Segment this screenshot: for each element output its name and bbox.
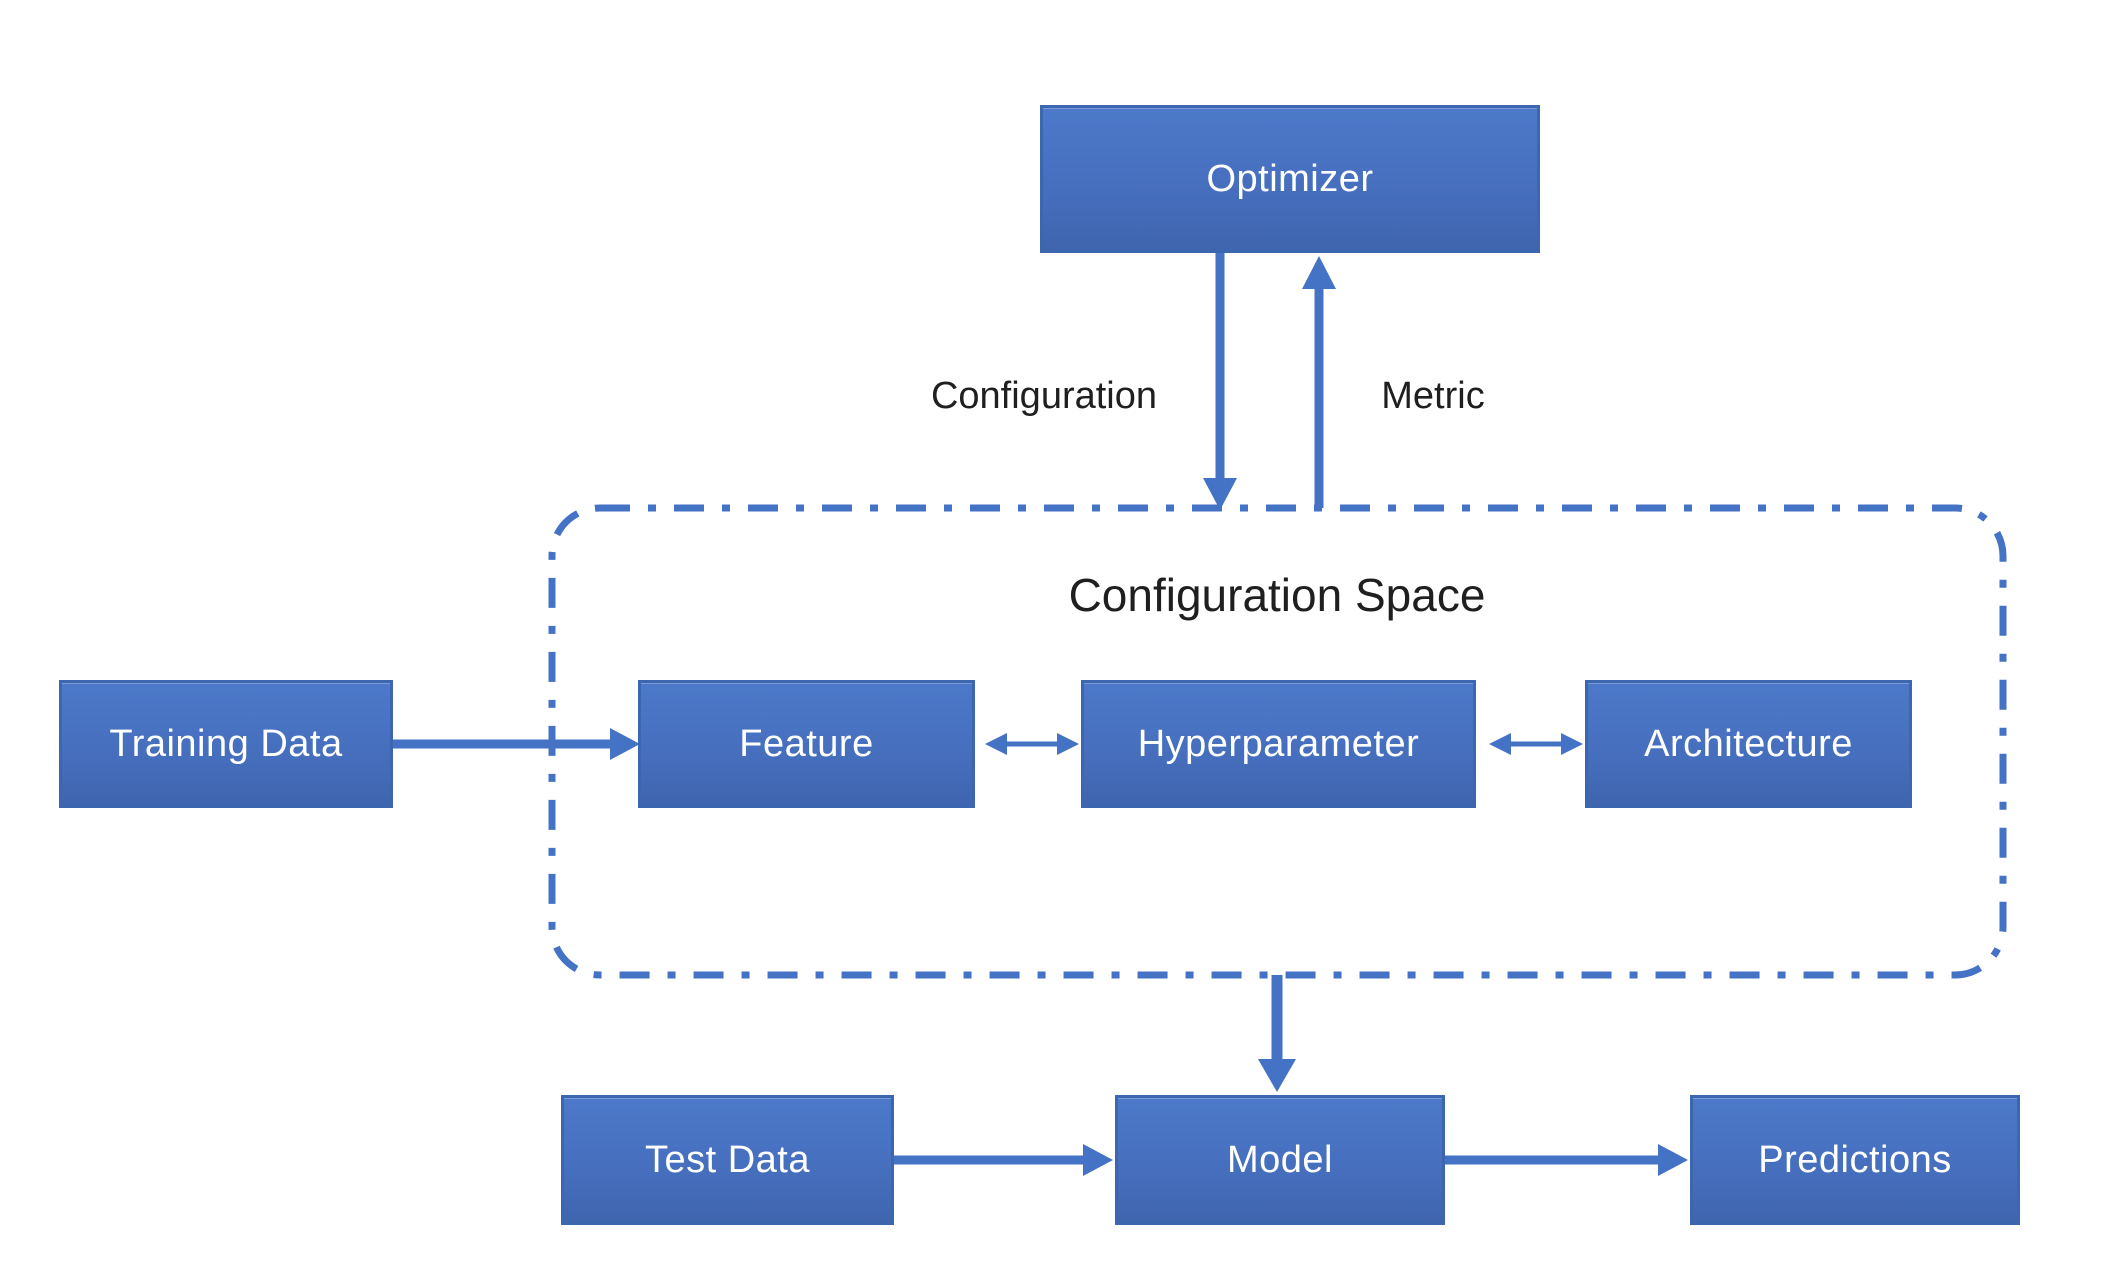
arrow-test-to-model-head [1083, 1144, 1113, 1176]
model-node: Model [1115, 1095, 1445, 1225]
configuration-space-title: Configuration Space [1068, 569, 1486, 621]
arrow-metric-head [1302, 256, 1336, 289]
arrow-space-to-model-head [1258, 1059, 1296, 1092]
model-node-label: Model [1227, 1138, 1333, 1181]
arrow-training-to-feature-head [610, 728, 640, 760]
architecture-node: Architecture [1585, 680, 1912, 808]
predictions-node-label: Predictions [1758, 1138, 1952, 1181]
optimizer-node-label: Optimizer [1206, 157, 1374, 200]
test-data-node-label: Test Data [644, 1138, 811, 1181]
feature-node: Feature [638, 680, 975, 808]
optimizer-node: Optimizer [1040, 105, 1540, 253]
training-data-node-label: Training Data [109, 722, 343, 765]
training-data-node: Training Data [59, 680, 393, 808]
architecture-node-label: Architecture [1644, 722, 1853, 765]
metric-edge-label: Metric [1381, 375, 1485, 417]
arrow-hyperparameter-architecture-head-right [1561, 733, 1583, 755]
arrow-hyperparameter-architecture-head-left [1489, 733, 1511, 755]
arrow-configuration-head [1203, 478, 1237, 510]
hyperparameter-node-label: Hyperparameter [1137, 722, 1420, 765]
configuration-edge-label: Configuration [930, 375, 1158, 417]
hyperparameter-node: Hyperparameter [1081, 680, 1476, 808]
predictions-node: Predictions [1690, 1095, 2020, 1225]
feature-node-label: Feature [739, 722, 874, 765]
arrow-model-to-predictions-head [1658, 1144, 1688, 1176]
arrow-feature-hyperparameter-head-right [1057, 733, 1079, 755]
arrow-feature-hyperparameter-head-left [985, 733, 1007, 755]
test-data-node: Test Data [561, 1095, 894, 1225]
